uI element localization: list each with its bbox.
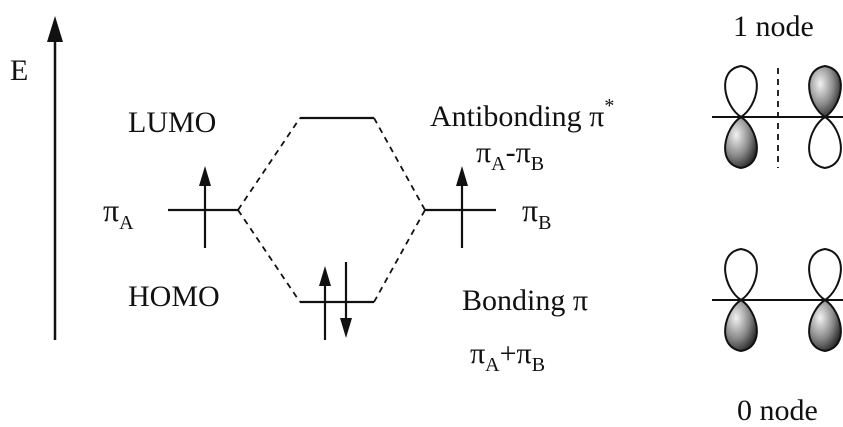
bonding-orbital-picture bbox=[712, 247, 843, 353]
left-p-lobe-bottom bbox=[724, 298, 758, 353]
lumo-label: LUMO bbox=[128, 106, 216, 139]
correlation-a-homo bbox=[237, 209, 301, 303]
antibonding-orbital-picture bbox=[712, 64, 843, 170]
pi-b-label: πB bbox=[522, 192, 552, 234]
antibonding-combination: πA-πB bbox=[476, 136, 544, 175]
pi-a-electron-up-arrow bbox=[199, 166, 211, 248]
correlation-a-lumo bbox=[237, 117, 301, 211]
energy-axis-label: E bbox=[10, 54, 28, 87]
left-p-lobe-top bbox=[724, 64, 758, 119]
left-p-lobe-bottom bbox=[724, 115, 758, 170]
energy-axis-arrowhead bbox=[47, 16, 63, 42]
correlation-b-homo bbox=[373, 209, 426, 303]
bonding-label: Bonding π bbox=[462, 284, 588, 317]
energy-axis: E bbox=[10, 16, 63, 340]
correlation-lines bbox=[237, 117, 426, 303]
bonding-combination: πA+πB bbox=[470, 337, 545, 376]
antibonding-label: Antibonding π* bbox=[430, 95, 614, 133]
right-p-lobe-top bbox=[808, 64, 842, 119]
correlation-b-lumo bbox=[373, 117, 426, 211]
right-p-lobe-bottom bbox=[808, 115, 842, 170]
homo-electron-pair bbox=[319, 262, 352, 340]
left-p-lobe-top bbox=[724, 247, 758, 302]
bottom-node-count: 0 node bbox=[737, 394, 818, 427]
top-node-count: 1 node bbox=[733, 10, 814, 43]
right-p-lobe-top bbox=[808, 247, 842, 302]
right-p-lobe-bottom bbox=[808, 298, 842, 353]
homo-label: HOMO bbox=[128, 280, 220, 313]
pi-a-label: πA bbox=[103, 192, 134, 234]
pi-b-electron-up-arrow bbox=[456, 166, 468, 248]
